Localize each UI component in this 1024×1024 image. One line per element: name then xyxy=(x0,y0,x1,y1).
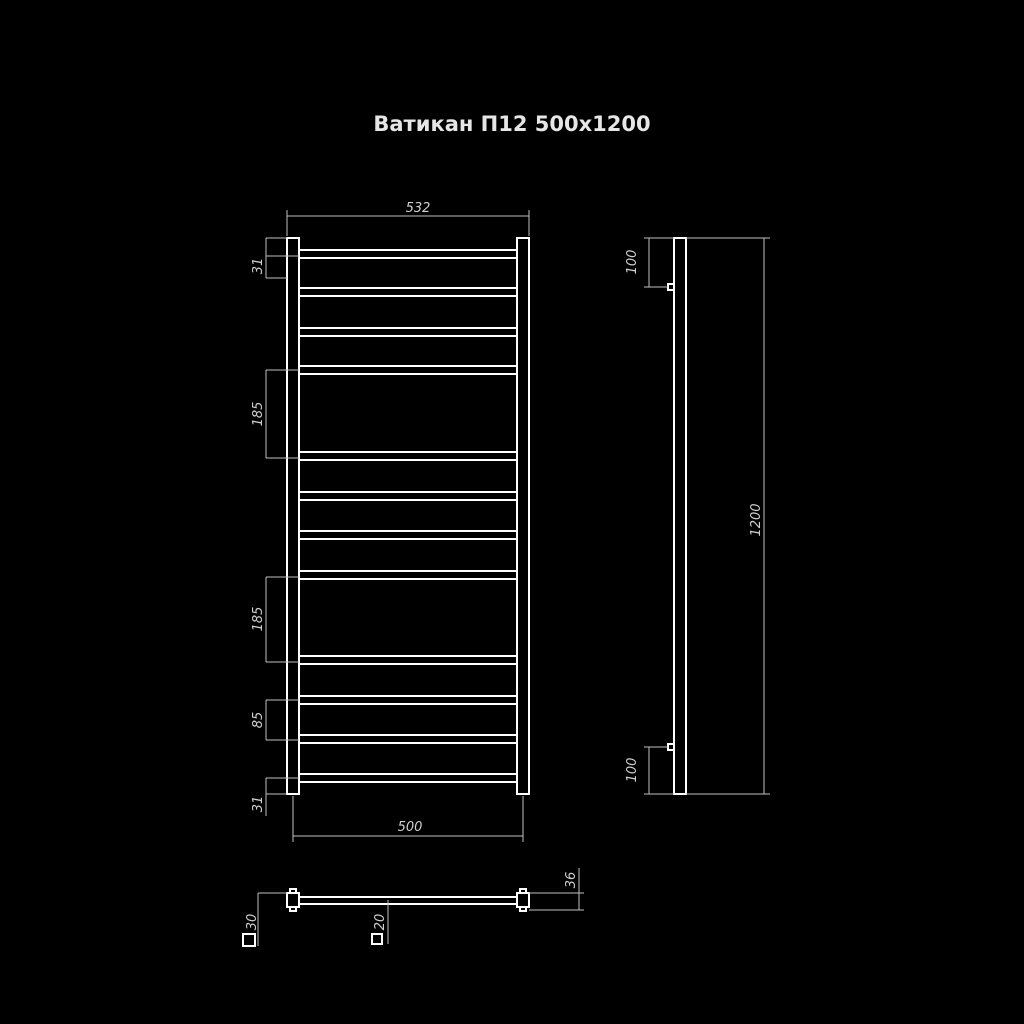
crossbar-2 xyxy=(298,287,518,297)
crossbar-8 xyxy=(298,570,518,580)
right-clip-top xyxy=(519,888,527,894)
crossbar-9 xyxy=(298,655,518,665)
dim-depth: 36 xyxy=(564,872,579,889)
dim-top-mount: 100 xyxy=(625,250,640,275)
left-clip-top xyxy=(289,888,297,894)
bottom-mount xyxy=(667,743,675,751)
dim-bottom-offset: 31 xyxy=(251,796,266,813)
crossbar-11 xyxy=(298,734,518,744)
side-dimensions xyxy=(644,237,770,795)
crossbar-10 xyxy=(298,695,518,705)
vertical-profile-section xyxy=(242,933,256,947)
crossbar-6 xyxy=(298,491,518,501)
crossbar-4 xyxy=(298,365,518,375)
dim-vertical-profile: 30 xyxy=(245,914,260,931)
crossbar-3 xyxy=(298,327,518,337)
bar-profile-section xyxy=(371,933,383,945)
drawing-title: Ватикан П12 500х1200 xyxy=(373,112,651,136)
top-mount xyxy=(667,283,675,291)
dim-top-offset: 31 xyxy=(251,258,266,275)
dim-height: 1200 xyxy=(749,503,764,536)
side-profile xyxy=(673,237,687,795)
left-clip-bottom xyxy=(289,906,297,912)
left-post xyxy=(286,892,300,908)
crossbar-1 xyxy=(298,249,518,259)
dim-pitch: 85 xyxy=(251,712,266,729)
bottom-view xyxy=(242,888,530,947)
dim-axis-width: 500 xyxy=(398,820,423,835)
bottom-dimensions xyxy=(257,868,584,946)
front-dimensions xyxy=(265,210,530,842)
crossbar-5 xyxy=(298,451,518,461)
crossbars xyxy=(298,249,518,783)
front-view xyxy=(286,237,530,795)
dim-overall-width: 532 xyxy=(406,201,431,216)
crossbar-7 xyxy=(298,530,518,540)
left-rail xyxy=(286,237,300,795)
crossbar-12 xyxy=(298,773,518,783)
side-view xyxy=(667,237,687,795)
bottom-rail xyxy=(298,896,518,905)
dim-bar-profile: 20 xyxy=(373,914,388,931)
right-post xyxy=(516,892,530,908)
dim-bottom-mount: 100 xyxy=(625,758,640,783)
dim-gap-2: 185 xyxy=(251,607,266,632)
dim-gap-1: 185 xyxy=(251,402,266,427)
right-rail xyxy=(516,237,530,795)
right-clip-bottom xyxy=(519,906,527,912)
